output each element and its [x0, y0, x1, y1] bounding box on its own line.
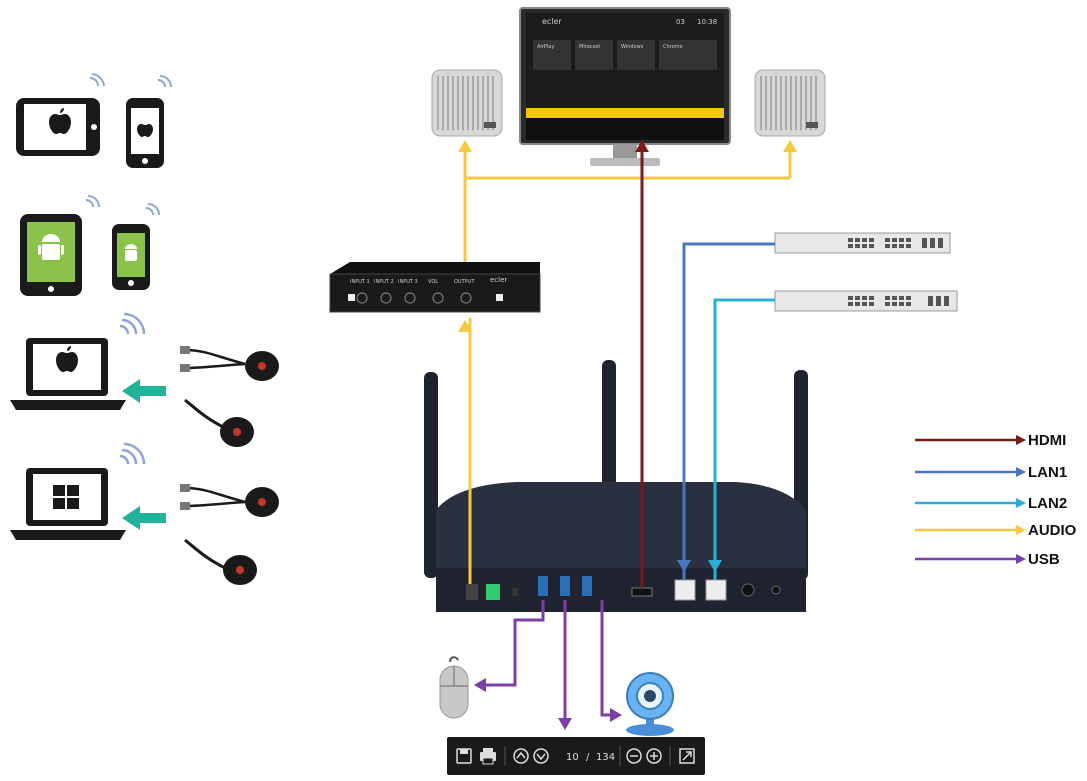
- mixer-channel-5: OUTPUT: [454, 279, 475, 285]
- wifi-icon: [145, 203, 160, 216]
- audio-arrowhead: [783, 140, 797, 152]
- page-total: 134: [596, 752, 615, 763]
- audio-arrowhead: [458, 140, 472, 152]
- legend-label-hdmi: HDMI: [1028, 432, 1066, 449]
- usb-cables: [484, 600, 612, 722]
- page-separator: /: [586, 752, 590, 763]
- android-tablet-icon: [20, 214, 82, 296]
- pdf-toolbar: 10 / 134: [447, 737, 705, 775]
- legend-item-lan2: LAN2: [915, 495, 1067, 512]
- audio-mixer: INPUT 1 INPUT 2 INPUT 3 VOL OUTPUT ecler: [329, 262, 541, 313]
- audio-cables: [463, 146, 792, 584]
- mixer-brand: ecler: [490, 276, 507, 284]
- save-icon[interactable]: [456, 748, 472, 764]
- apple-phone-icon: [126, 98, 164, 168]
- legend-item-lan1: LAN1: [915, 464, 1067, 481]
- hdmi-arrowhead: [635, 140, 649, 152]
- lan1-arrowhead: [677, 560, 691, 572]
- zoom-out-icon[interactable]: [626, 748, 642, 764]
- monitor-panel-4: Chrome: [663, 44, 683, 50]
- wireless-dongle-icon: [184, 398, 254, 447]
- page-down-icon[interactable]: [533, 748, 549, 764]
- legend-label-usb: USB: [1028, 551, 1060, 568]
- monitor-panel-2: Miracast: [579, 44, 600, 50]
- wifi-icon: [119, 312, 146, 335]
- wireless-dongle-icon: [180, 346, 279, 381]
- wifi-icon: [89, 73, 105, 87]
- mixer-channel-3: INPUT 3: [398, 279, 418, 285]
- lan1-cable: [682, 242, 775, 580]
- mixer-channel-1: INPUT 1: [350, 279, 370, 285]
- legend-label-audio: AUDIO: [1028, 522, 1077, 539]
- mixer-channel-2: INPUT 2: [374, 279, 394, 285]
- wireless-dongle-icon: [184, 538, 257, 585]
- legend-item-usb: USB: [915, 551, 1060, 568]
- lan2-cable: [713, 298, 775, 580]
- monitor-day: 03: [676, 18, 685, 26]
- usb-arrowhead: [610, 708, 622, 722]
- legend: HDMI LAN1 LAN2 AUDIO USB: [915, 432, 1077, 568]
- speaker-left-icon: [431, 69, 503, 137]
- legend-item-hdmi: HDMI: [915, 432, 1066, 449]
- apple-tablet-icon: [16, 98, 100, 156]
- mouse-icon: [439, 656, 469, 719]
- page-up-icon[interactable]: [513, 748, 529, 764]
- legend-label-lan2: LAN2: [1028, 495, 1067, 512]
- mac-laptop-icon: [10, 338, 126, 410]
- wifi-icon: [119, 442, 146, 465]
- page-current[interactable]: 10: [566, 752, 579, 763]
- monitor-brand: ecler: [542, 17, 562, 26]
- monitor-time: 10:38: [697, 18, 717, 26]
- lan2-arrowhead: [708, 560, 722, 572]
- windows-laptop-icon: [10, 468, 126, 540]
- fullscreen-icon[interactable]: [679, 748, 695, 764]
- wireless-dongle-icon: [180, 484, 279, 517]
- monitor-panel-1: AirPlay: [537, 44, 554, 50]
- mixer-channel-4: VOL: [428, 279, 438, 285]
- legend-item-audio: AUDIO: [915, 522, 1077, 539]
- arrow-left-icon: [122, 506, 166, 530]
- monitor-display: ecler 03 10:38 AirPlay Miracast Windows …: [519, 7, 731, 166]
- router-unit: [424, 360, 808, 612]
- network-switch-2: [774, 290, 958, 312]
- webcam-icon: [626, 672, 674, 736]
- usb-arrowhead: [558, 718, 572, 730]
- speaker-right-icon: [754, 69, 826, 137]
- android-phone-icon: [112, 224, 150, 290]
- wifi-icon: [85, 195, 100, 208]
- monitor-panel-3: Windows: [621, 44, 644, 50]
- arrow-left-icon: [122, 379, 166, 403]
- print-icon[interactable]: [480, 748, 496, 765]
- wifi-icon: [157, 75, 172, 88]
- network-switch-1: [774, 232, 951, 254]
- audio-arrowhead: [458, 320, 472, 332]
- usb-arrowhead: [474, 678, 486, 692]
- legend-label-lan1: LAN1: [1028, 464, 1067, 481]
- zoom-in-icon[interactable]: [646, 748, 662, 764]
